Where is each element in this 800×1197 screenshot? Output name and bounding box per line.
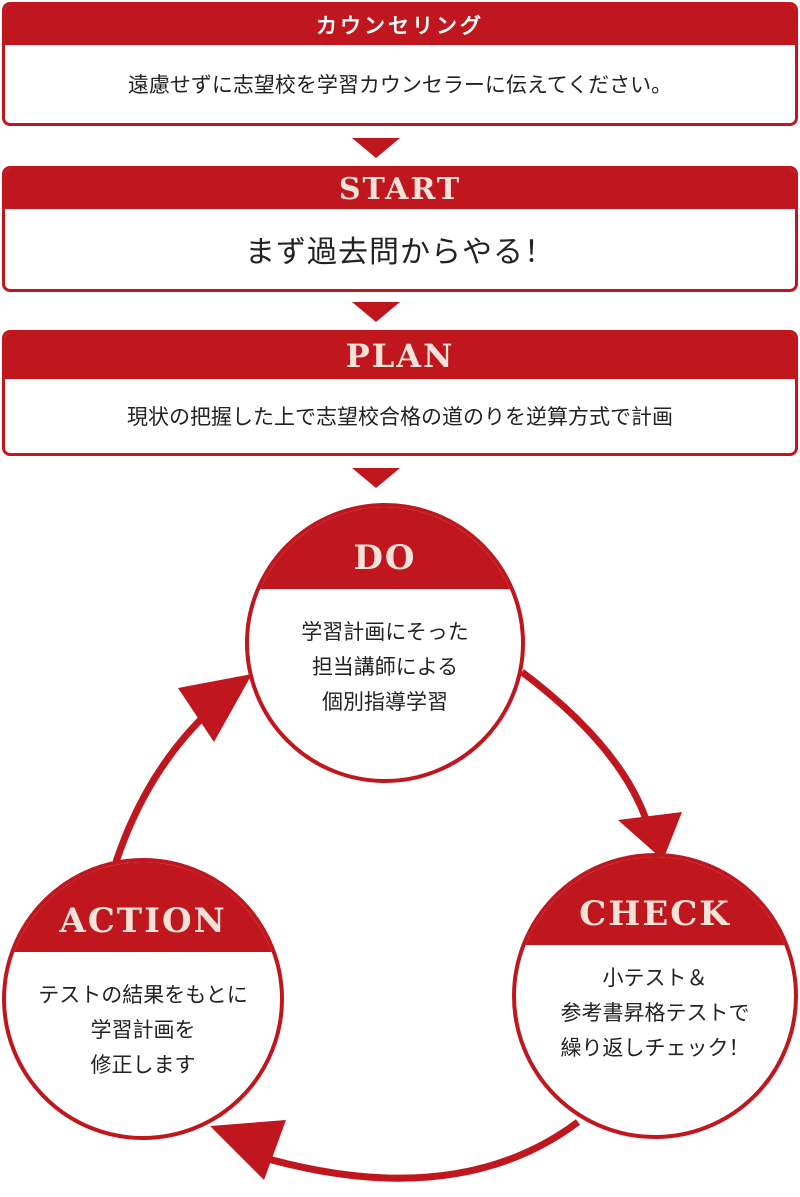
counseling-body: 遠慮せずに志望校を学習カウンセラーに伝えてください。 [5,45,795,123]
start-title: START [338,171,462,207]
do-circle: DO 学習計画にそった 担当講師による 個別指導学習 [245,503,525,783]
plan-header: PLAN [5,333,795,379]
check-circle: CHECK 小テスト＆ 参考書昇格テストで 繰り返しチェック！ [512,853,798,1139]
start-box: START まず過去問からやる！ [2,166,798,292]
check-line-3: 繰り返しチェック！ [560,1036,750,1060]
action-circle: ACTION テストの結果をもとに 学習計画を 修正します [2,858,284,1140]
do-header: DO [249,507,521,589]
start-header: START [5,169,795,209]
check-header: CHECK [516,857,794,945]
arrow-check-to-action [236,1119,581,1182]
counseling-box: カウンセリング 遠慮せずに志望校を学習カウンセラーに伝えてください。 [2,2,798,126]
check-line-1: 小テスト＆ [602,966,708,990]
plan-text: 現状の把握した上で志望校合格の道のりを逆算方式で計画 [127,405,673,429]
start-body: まず過去問からやる！ [5,209,795,289]
arrow-do-to-check [519,669,654,833]
plan-body: 現状の把握した上で志望校合格の道のりを逆算方式で計画 [5,379,795,453]
start-text: まず過去問からやる！ [245,235,555,270]
counseling-text: 遠慮せずに志望校を学習カウンセラーに伝えてください。 [127,73,673,97]
down-arrow-1 [352,138,400,158]
down-arrow-3 [352,468,400,488]
check-line-2: 参考書昇格テストで [560,1001,750,1025]
plan-title: PLAN [345,337,455,375]
do-line-2: 担当講師による [311,655,459,679]
arrow-head-action [210,1120,286,1180]
down-arrow-2 [352,302,400,322]
action-line-1: テストの結果をもとに [38,983,248,1007]
counseling-header: カウンセリング [5,5,795,45]
do-line-1: 学習計画にそった [301,620,469,644]
arrow-head-do [178,674,252,742]
arrow-head-check [618,812,682,860]
action-title: ACTION [59,901,227,941]
check-title: CHECK [579,894,731,934]
do-text: 学習計画にそった 担当講師による 個別指導学習 [249,615,521,720]
action-line-2: 学習計画を [90,1018,196,1042]
action-line-3: 修正します [90,1053,196,1077]
check-text: 小テスト＆ 参考書昇格テストで 繰り返しチェック！ [516,961,794,1066]
do-title: DO [353,538,417,578]
action-header: ACTION [6,862,280,952]
action-text: テストの結果をもとに 学習計画を 修正します [6,978,280,1083]
counseling-title: カウンセリング [316,14,484,38]
do-line-3: 個別指導学習 [322,690,448,714]
plan-box: PLAN 現状の把握した上で志望校合格の道のりを逆算方式で計画 [2,330,798,456]
